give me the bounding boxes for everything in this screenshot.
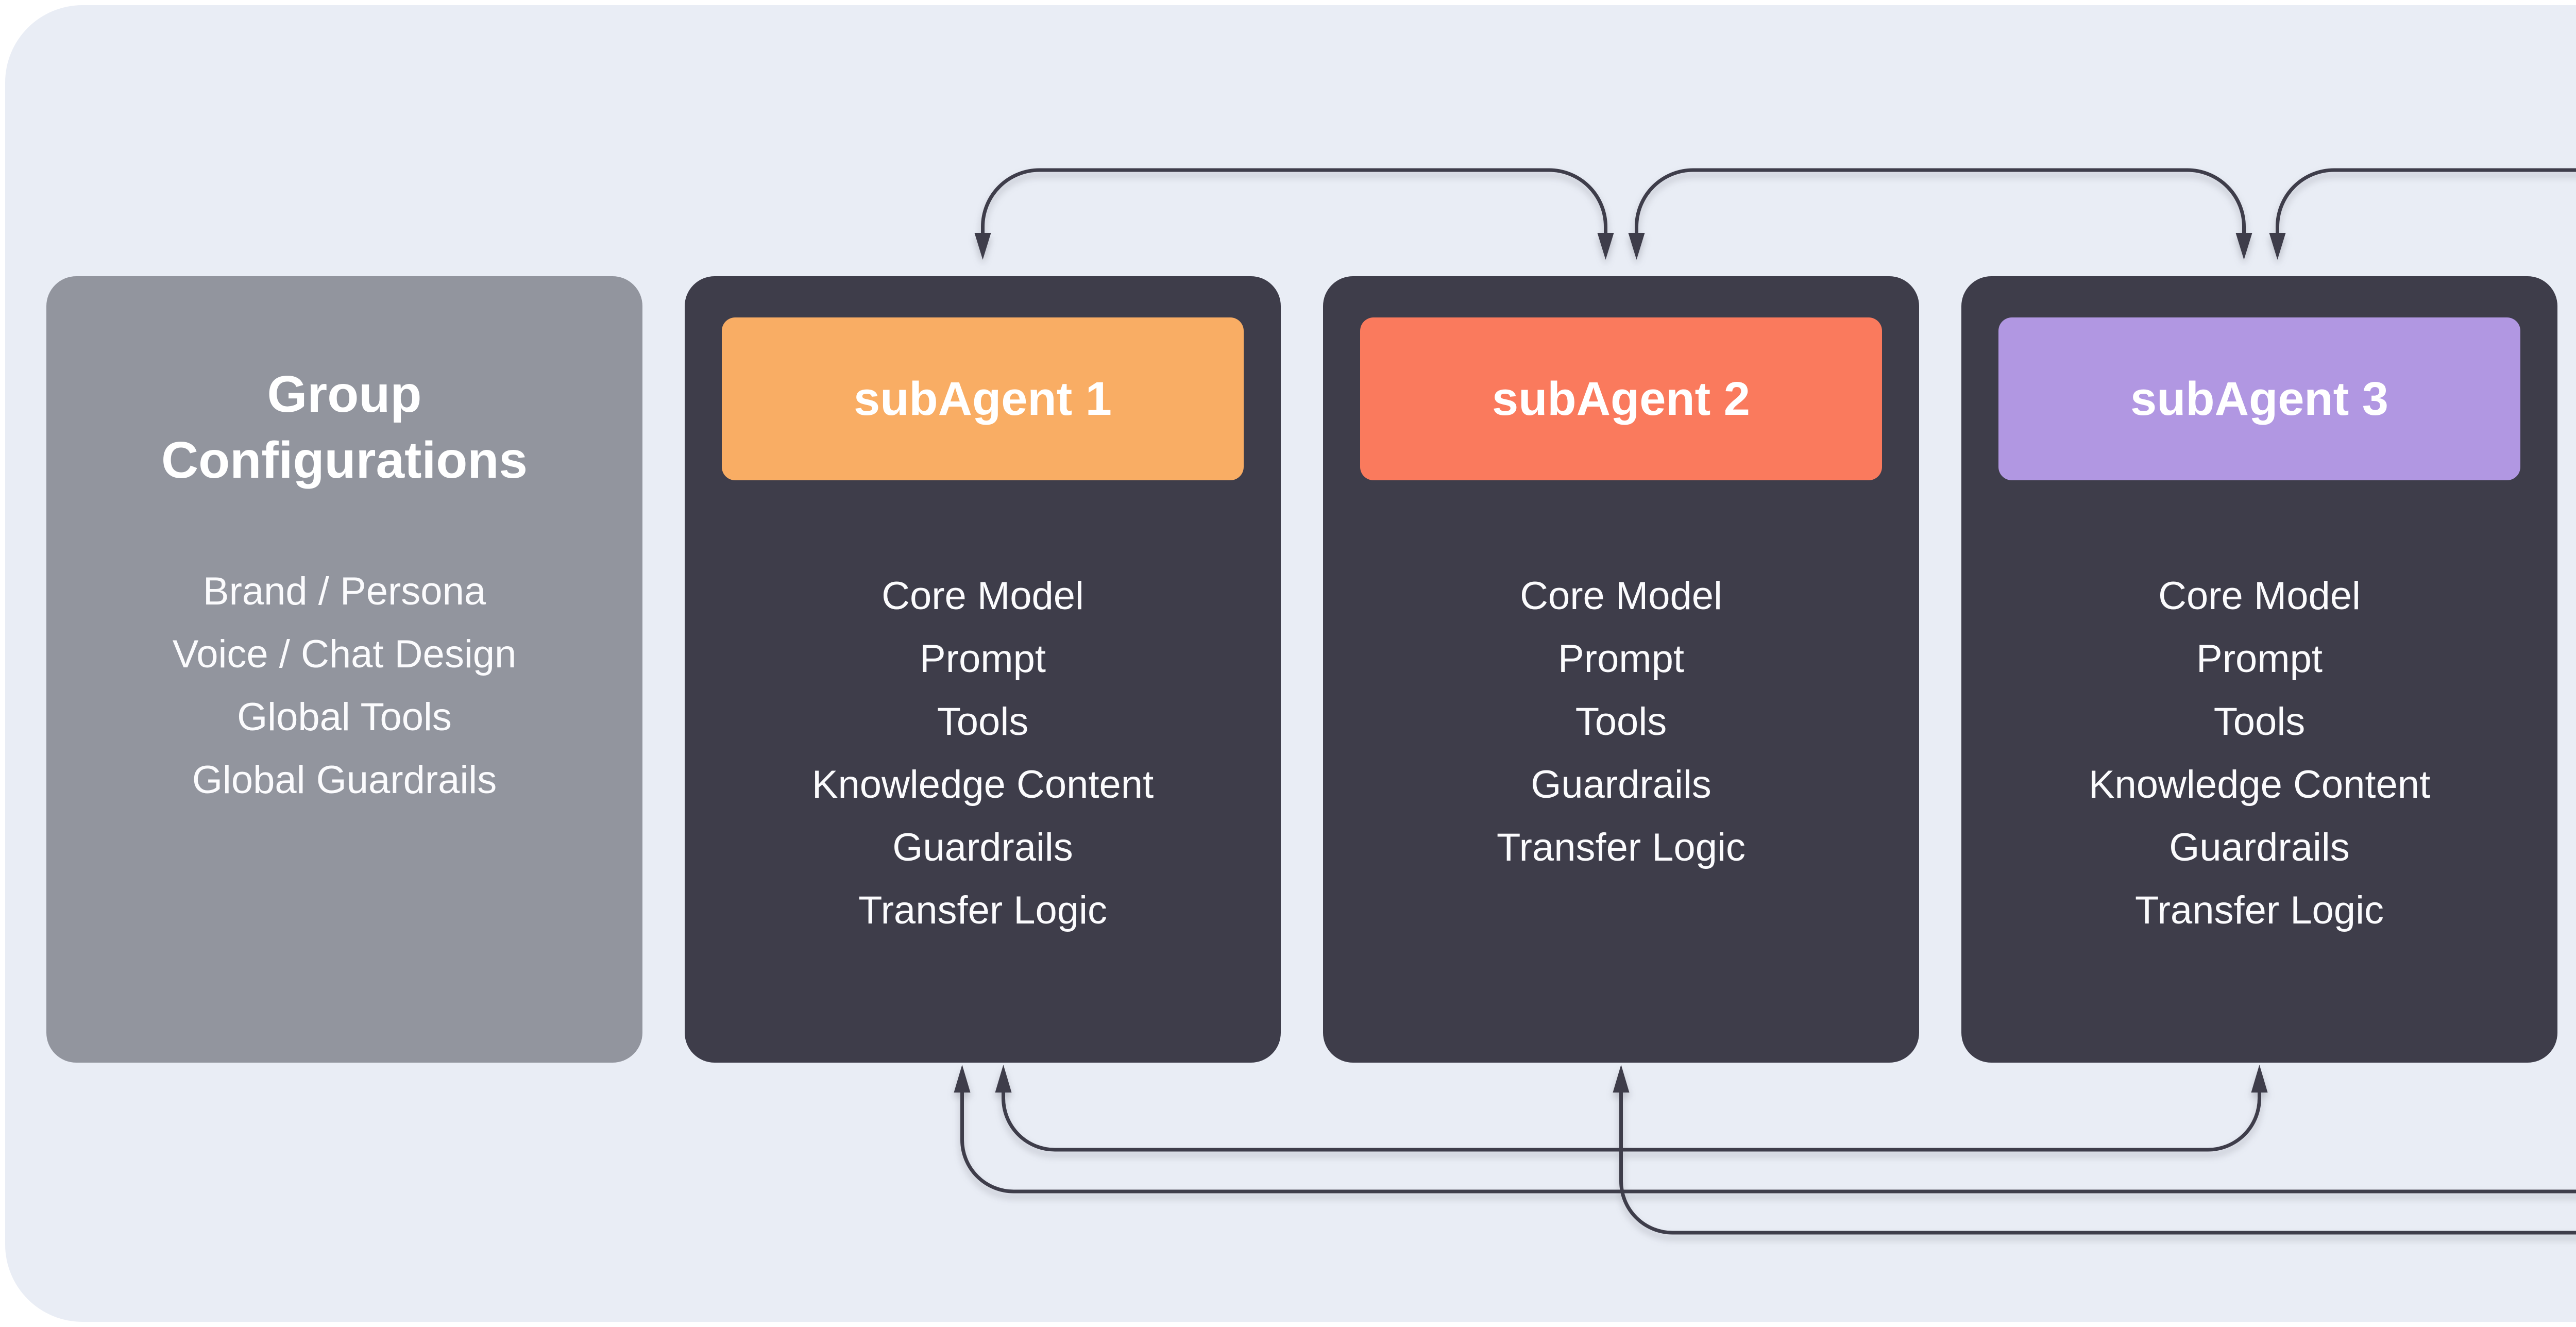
list-item: Prompt xyxy=(2196,637,2323,681)
title-line: Configurations xyxy=(161,431,528,489)
group-configurations-items: Brand / Persona Voice / Chat Design Glob… xyxy=(46,560,642,812)
list-item: Core Model xyxy=(882,574,1084,618)
subagent-2-items: Core Model Prompt Tools Guardrails Trans… xyxy=(1323,565,1919,879)
list-item: Guardrails xyxy=(2169,826,2350,869)
list-item: Tools xyxy=(1575,700,1667,744)
subagent-3-items: Core Model Prompt Tools Knowledge Conten… xyxy=(1961,565,2557,942)
list-item: Brand / Persona xyxy=(202,569,486,613)
subagent-2-card: subAgent 2 Core Model Prompt Tools Guard… xyxy=(1323,276,1919,1063)
subagent-2-label: subAgent 2 xyxy=(1492,372,1750,425)
subagent-3-header: subAgent 3 xyxy=(1998,317,2520,480)
list-item: Core Model xyxy=(1520,574,1722,618)
subagent-1-header: subAgent 1 xyxy=(722,317,1244,480)
list-item: Transfer Logic xyxy=(1497,826,1745,869)
list-item: Core Model xyxy=(2158,574,2361,618)
subagent-1-items: Core Model Prompt Tools Knowledge Conten… xyxy=(685,565,1281,942)
list-item: Knowledge Content xyxy=(811,763,1154,807)
list-item: Global Tools xyxy=(237,695,452,739)
list-item: Knowledge Content xyxy=(2088,763,2431,807)
list-item: Prompt xyxy=(920,637,1046,681)
subagent-1-label: subAgent 1 xyxy=(854,372,1112,425)
list-item: Tools xyxy=(2213,700,2306,744)
subagent-1-card: subAgent 1 Core Model Prompt Tools Knowl… xyxy=(685,276,1281,1063)
list-item: Prompt xyxy=(1558,637,1684,681)
group-configurations-card: Group Configurations Brand / Persona Voi… xyxy=(46,276,642,1063)
group-configurations-title: Group Configurations xyxy=(46,361,642,493)
subagent-3-label: subAgent 3 xyxy=(2130,372,2388,425)
list-item: Global Guardrails xyxy=(192,758,497,802)
subagent-2-header: subAgent 2 xyxy=(1360,317,1882,480)
list-item: Guardrails xyxy=(892,826,1073,869)
title-line: Group xyxy=(267,365,422,423)
list-item: Transfer Logic xyxy=(858,888,1107,932)
list-item: Tools xyxy=(937,700,1029,744)
list-item: Voice / Chat Design xyxy=(172,632,517,676)
subagent-3-card: subAgent 3 Core Model Prompt Tools Knowl… xyxy=(1961,276,2557,1063)
list-item: Transfer Logic xyxy=(2135,888,2384,932)
list-item: Guardrails xyxy=(1531,763,1711,807)
